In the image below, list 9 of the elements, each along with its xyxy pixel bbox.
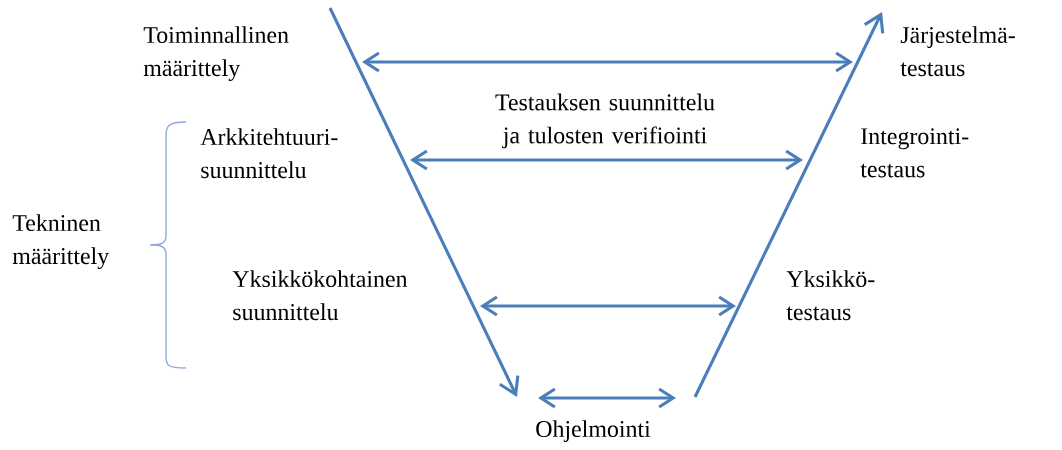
node-text: Toiminnallinen määrittely — [143, 26, 289, 82]
node-text: Järjestelmä- testaus — [900, 26, 1015, 77]
node-text: Yksikkö- testaus — [786, 270, 875, 321]
node-text: Integrointi- testaus — [860, 128, 969, 178]
node-text: Tekninen määrittely — [12, 214, 110, 270]
node-text: Ohjelmointi — [536, 420, 651, 442]
node-text: Arkkitehtuuri- suunnittelu — [200, 128, 338, 179]
node-text: Yksikkökohtainen suunnittelu — [232, 270, 408, 321]
note-text: Testauksen suunnittelu ja tulosten verifiointi — [495, 93, 715, 149]
